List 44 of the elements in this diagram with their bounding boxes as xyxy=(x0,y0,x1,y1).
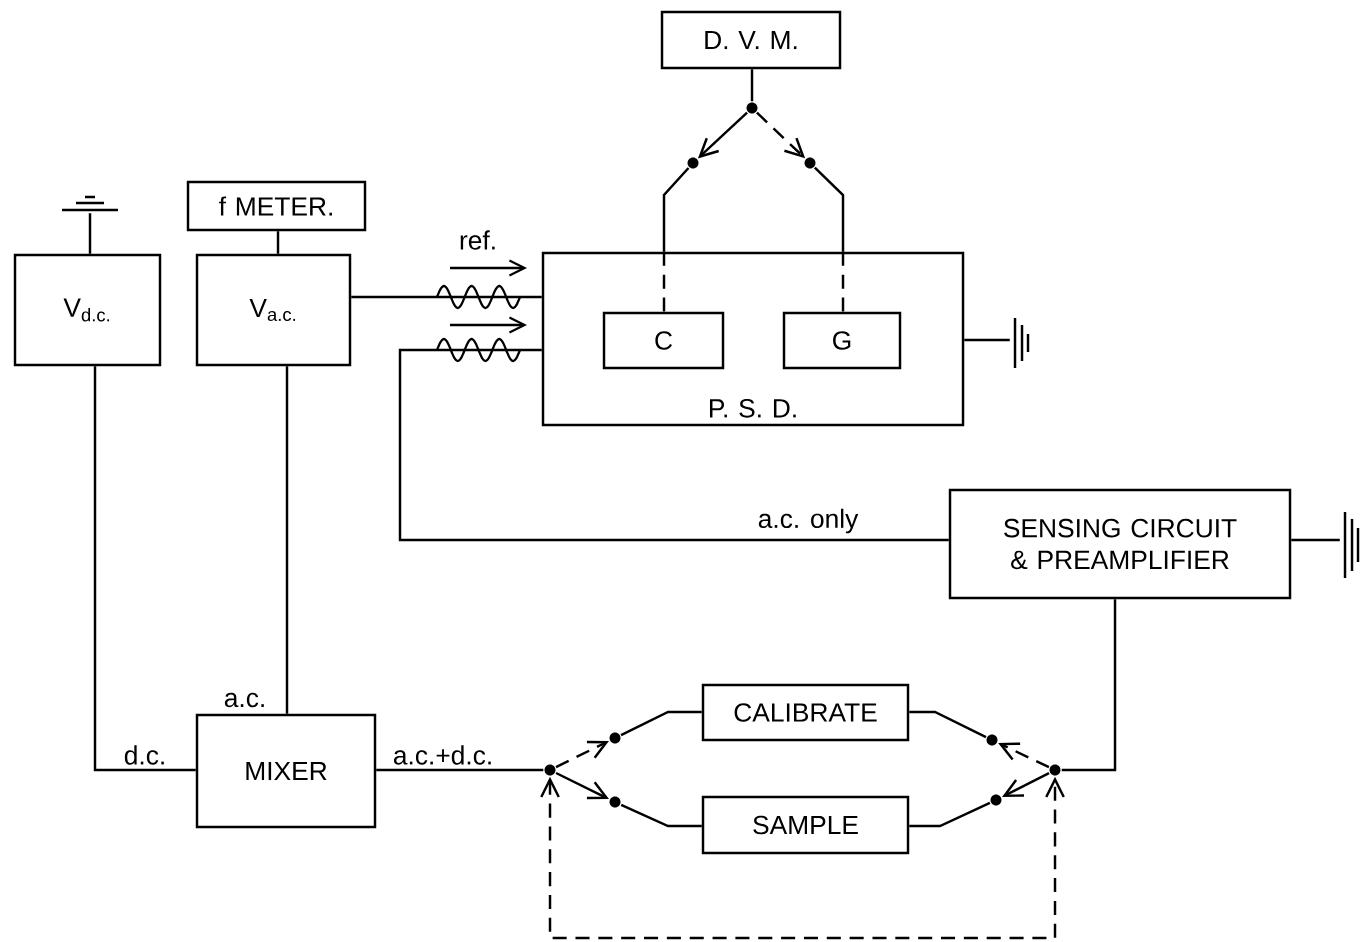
arrow xyxy=(998,742,1050,769)
calibrate-box: CALIBRATE xyxy=(701,683,910,742)
connector-line xyxy=(662,167,690,252)
connector-line xyxy=(1291,538,1340,542)
connector-line xyxy=(351,295,542,299)
edge-label: a.c. xyxy=(222,691,268,709)
ground-symbol xyxy=(60,195,120,212)
connector-line xyxy=(964,338,1010,342)
connector-line xyxy=(662,251,666,312)
sample-box: SAMPLE xyxy=(701,795,910,855)
edge-label: a.c. only xyxy=(755,506,861,536)
arrow xyxy=(756,111,806,159)
connector-line xyxy=(276,231,280,254)
connector-line xyxy=(814,166,845,252)
connector-line xyxy=(376,768,544,772)
arrow xyxy=(697,111,748,159)
mixer-box: MIXER xyxy=(195,713,377,829)
arrow xyxy=(1002,771,1050,797)
arrow xyxy=(540,776,1065,940)
edge-label: ref. xyxy=(457,228,499,252)
connector-line xyxy=(88,213,92,254)
ground-symbol xyxy=(1013,316,1030,370)
connector-line xyxy=(620,803,702,828)
connector-line xyxy=(909,710,987,739)
edge-label: a.c.+d.c. xyxy=(391,743,495,767)
ground-symbol xyxy=(1343,510,1360,580)
connector-line xyxy=(285,366,289,714)
connector-line xyxy=(398,348,949,542)
meter-box: D. V. M. xyxy=(660,10,842,70)
connector-line xyxy=(93,366,196,772)
meter-box: f METER. xyxy=(186,180,367,232)
circuit-box: SENSING CIRCUIT & PREAMPLIFIER xyxy=(948,488,1292,600)
channel-box: G xyxy=(782,311,902,370)
connector-line xyxy=(620,710,702,737)
connector-line xyxy=(1061,599,1117,772)
source-box: V$_{a.c.}$ xyxy=(195,253,352,367)
connector-line xyxy=(909,801,991,828)
arrow xyxy=(555,771,609,800)
edge-label: d.c. xyxy=(122,743,168,767)
source-box: V$_{d.c.}$ xyxy=(13,253,162,367)
arrow xyxy=(555,740,609,769)
connector-line xyxy=(841,251,845,312)
channel-box: C xyxy=(602,311,725,370)
connector-line xyxy=(750,69,754,102)
